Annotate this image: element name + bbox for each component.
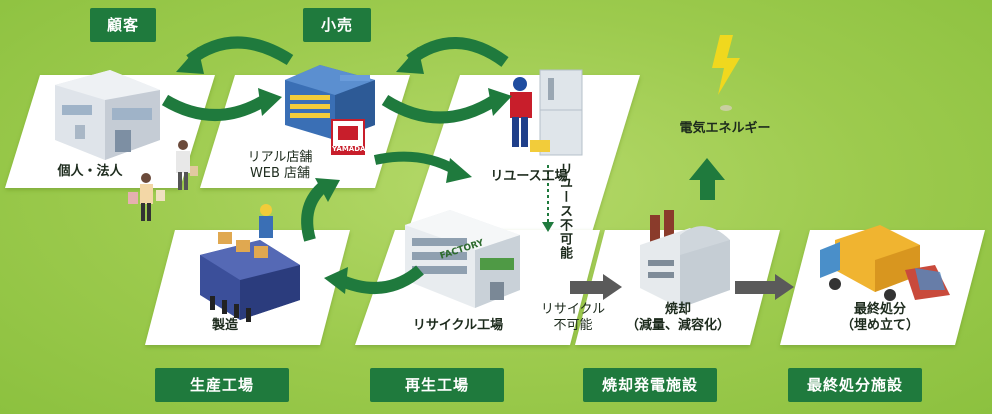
arrow-recycle-to-incineration (570, 274, 622, 300)
house-illustration (55, 70, 160, 160)
shoppers-illustration (128, 140, 198, 221)
caption-reuse-impossible: リユース不可能 (557, 162, 572, 260)
arrow-incineration-to-final (735, 274, 794, 300)
arrow-to-energy (689, 158, 725, 200)
arrow-reuse-down-dotted (542, 165, 554, 232)
lightning-icon (712, 35, 740, 111)
label-customer: 顧客 (90, 8, 156, 42)
arrow-retail-to-reuse-lower (373, 151, 472, 183)
caption-recycle-factory: リサイクル工場 (412, 318, 504, 333)
manufacturing-illustration (200, 204, 300, 322)
caption-electric-energy: 電気エネルギー (679, 121, 771, 136)
arrow-manufacturing-to-retail (301, 178, 340, 242)
reuse-worker-illustration (510, 69, 583, 156)
caption-individual: 個人・法人 (57, 164, 123, 179)
arrow-individual-to-retail (161, 88, 282, 121)
label-final-disposal-facility: 最終処分施設 (788, 368, 922, 402)
label-production: 生産工場 (155, 368, 289, 402)
caption-incineration: 焼却 （減量、減容化） (625, 302, 730, 333)
label-recycling: 再生工場 (370, 368, 504, 402)
arrow-retail-to-individual (176, 36, 294, 74)
label-incineration-power: 焼却発電施設 (583, 368, 717, 402)
store-logo: YAMADA (332, 145, 366, 153)
caption-final-disposal: 最終処分 （埋め立て） (840, 302, 919, 333)
caption-recycle-impossible: リサイクル 不可能 (540, 302, 606, 333)
arrow-retail-to-reuse (381, 88, 512, 124)
label-retail: 小売 (303, 8, 371, 42)
caption-reuse-factory: リユース工場 (490, 169, 568, 184)
caption-retail-store: リアル店舗 WEB 店舗 (247, 150, 313, 181)
recycle-factory-illustration (405, 210, 520, 308)
incineration-plant-illustration (640, 210, 730, 308)
arrow-recycle-to-manufacturing (324, 265, 424, 294)
arrow-reuse-to-retail (396, 37, 509, 74)
garbage-truck-illustration (820, 225, 950, 301)
retail-store-illustration (285, 65, 375, 155)
caption-manufacturing: 製造 (211, 318, 238, 333)
